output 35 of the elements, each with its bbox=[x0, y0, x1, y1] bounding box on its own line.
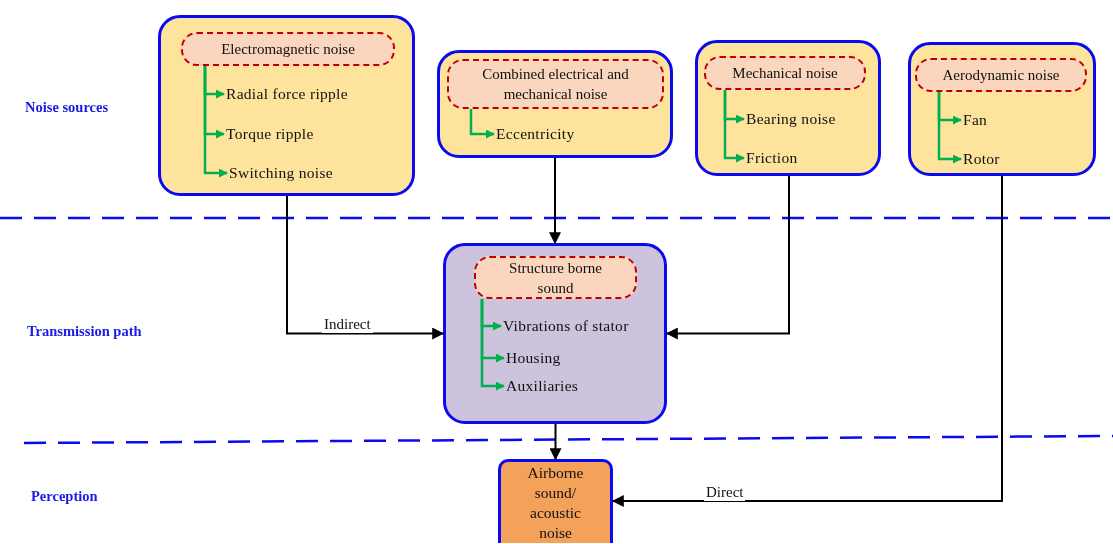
section-label: Noise sources bbox=[25, 98, 109, 116]
arrow bbox=[723, 90, 745, 163]
arrow bbox=[469, 109, 495, 139]
outcome-box: Airborne sound/ acoustic noise bbox=[498, 459, 613, 543]
item-label: Vibrations of stator bbox=[503, 316, 663, 336]
section-label: Transmission path bbox=[27, 322, 142, 340]
arrow bbox=[549, 157, 561, 245]
item-label: Torque ripple bbox=[226, 124, 386, 144]
category-label: Electromagnetic noise bbox=[181, 32, 395, 66]
arrow bbox=[286, 195, 445, 340]
arrow bbox=[203, 66, 228, 178]
group-box bbox=[695, 40, 881, 176]
arrow bbox=[480, 299, 505, 391]
arrow bbox=[937, 92, 962, 164]
arrow bbox=[611, 175, 1003, 507]
item-label: Eccentricity bbox=[496, 124, 606, 144]
item-label: Rotor bbox=[963, 149, 1023, 169]
category-label: Aerodynamic noise bbox=[915, 58, 1087, 92]
section-label: Perception bbox=[31, 487, 98, 505]
item-label: Fan bbox=[963, 110, 1023, 130]
item-label: Auxiliaries bbox=[506, 376, 606, 396]
arrow bbox=[549, 423, 562, 461]
group-box bbox=[158, 15, 415, 196]
arrow bbox=[665, 175, 790, 340]
item-label: Bearing noise bbox=[746, 109, 866, 129]
category-label: Combined electrical and mechanical noise bbox=[447, 59, 664, 109]
item-label: Switching noise bbox=[229, 163, 389, 183]
group-box bbox=[437, 50, 673, 158]
item-label: Friction bbox=[746, 148, 836, 168]
group-box bbox=[443, 243, 667, 424]
item-label: Radial force ripple bbox=[226, 84, 386, 104]
item-label: Housing bbox=[506, 348, 596, 368]
category-label: Mechanical noise bbox=[704, 56, 866, 90]
category-label: Structure borne sound bbox=[474, 256, 637, 299]
group-box bbox=[908, 42, 1096, 176]
